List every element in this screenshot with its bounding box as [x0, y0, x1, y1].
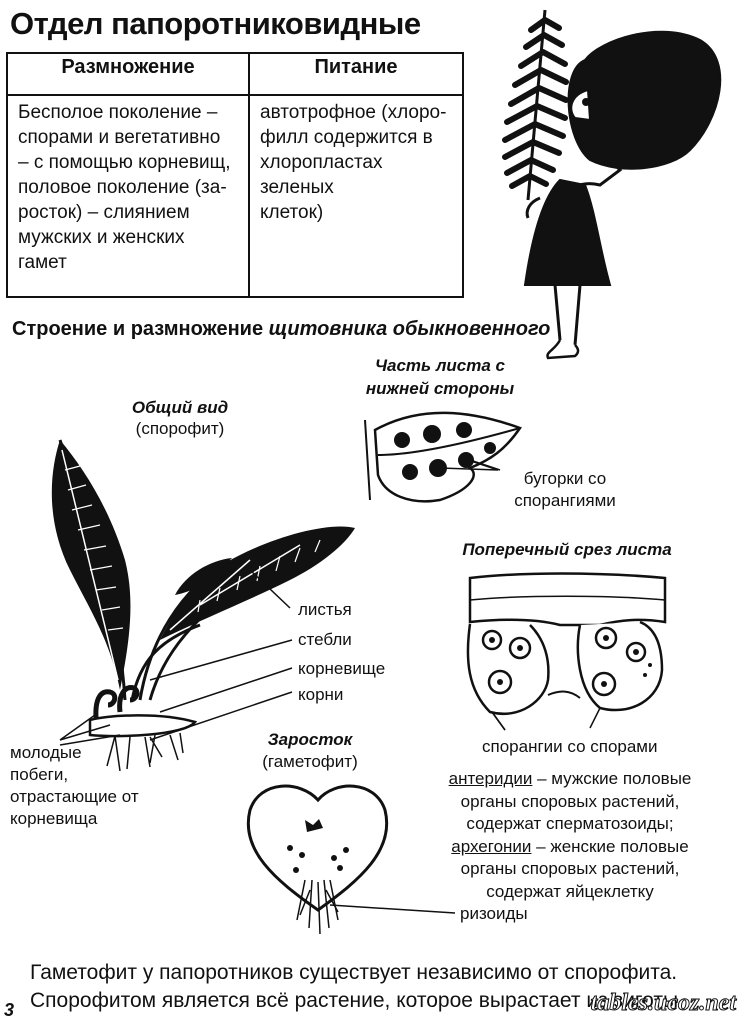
- subheading-plain: Строение и размножение: [12, 318, 269, 340]
- watermark: tables.ucoz.net: [591, 990, 736, 1017]
- leaf-cross-section-illustration: [468, 574, 665, 731]
- leaf-underside-illustration: [365, 413, 520, 501]
- bottom-text-line-2: Спорофитом является всё растение, которо…: [30, 986, 684, 1015]
- girl-with-fern-illustration: [505, 10, 720, 358]
- prothallus-subtitle: (гаметофит): [250, 751, 370, 773]
- cross-section-title: Поперечный срез листа: [452, 538, 682, 561]
- page-number: 3: [4, 1000, 14, 1021]
- prothallus-illustration: [248, 786, 386, 934]
- antheridia-term: антеридии: [449, 769, 533, 788]
- archegonia-term: архегонии: [451, 837, 531, 856]
- bottom-text-line-1: Гаметофит у папоротников существует неза…: [30, 958, 677, 987]
- rhizome-label: корневище: [298, 658, 385, 680]
- rhizoids-label: ризоиды: [460, 903, 528, 925]
- stems-label: стебли: [298, 629, 352, 651]
- young-shoots-label: молодые побеги, отрастающие от корневища: [10, 742, 139, 830]
- sporangia-bumps-label: бугорки со спорангиями: [500, 468, 630, 512]
- leaves-label: листья: [298, 599, 352, 621]
- sporangia-with-spores-label: спорангии со спорами: [482, 736, 658, 758]
- general-view-subtitle: (спорофит): [115, 418, 245, 440]
- section-subheading: Строение и размножение щитовника обыкнов…: [12, 318, 550, 341]
- organs-description: антеридии – мужские половые органы споро…: [420, 768, 720, 903]
- roots-label: корни: [298, 684, 343, 706]
- general-view-title: Общий вид: [115, 396, 245, 419]
- leaf-underside-title: Часть листа с нижней стороны: [360, 354, 520, 400]
- subheading-italic: щитовника обыкновенного: [269, 318, 551, 340]
- prothallus-title: Заросток: [250, 728, 370, 751]
